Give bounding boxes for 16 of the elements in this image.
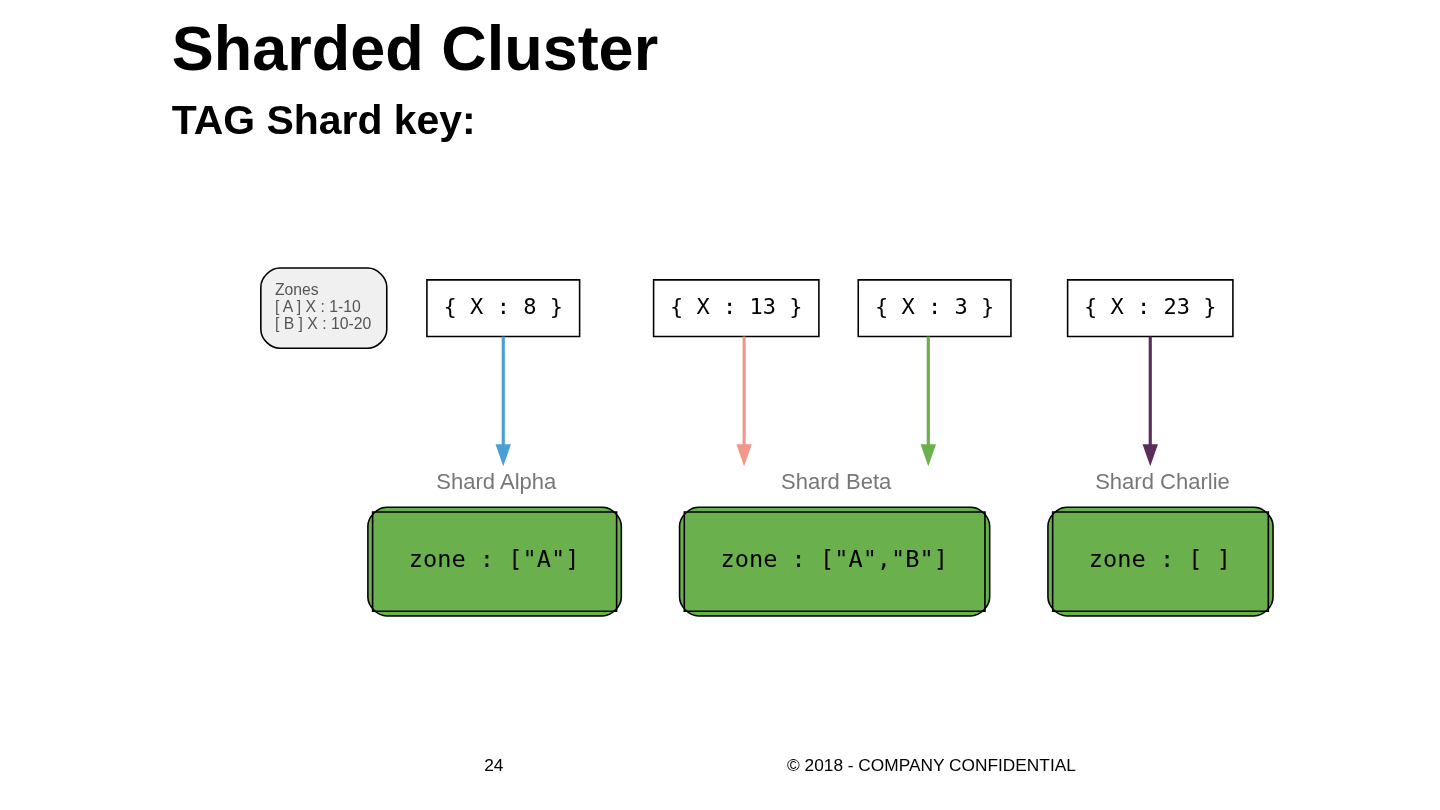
node-box: { X : 23 } [1066, 279, 1234, 338]
node-label: Shard Beta [780, 468, 891, 494]
arrow [735, 336, 752, 467]
node-box: Zones [ A ] X : 1-10 [ B ] X : 10-20 [259, 267, 388, 350]
label: © 2018 - COMPANY CONFIDENTIAL [786, 755, 1076, 776]
arrow [495, 336, 511, 467]
label: 24 [483, 755, 503, 776]
node-box: { X : 3 } [856, 279, 1012, 338]
node-box: { X : 8 } [425, 279, 580, 338]
label: TAG Shard key: [171, 96, 476, 143]
arrow [920, 336, 936, 467]
node-box: { X : 13 } [652, 279, 820, 338]
node-label: Shard Charlie [1094, 468, 1230, 494]
node-label: Shard Alpha [435, 468, 556, 494]
arrow [1142, 336, 1158, 467]
diagram-title: Sharded Cluster [171, 12, 658, 83]
